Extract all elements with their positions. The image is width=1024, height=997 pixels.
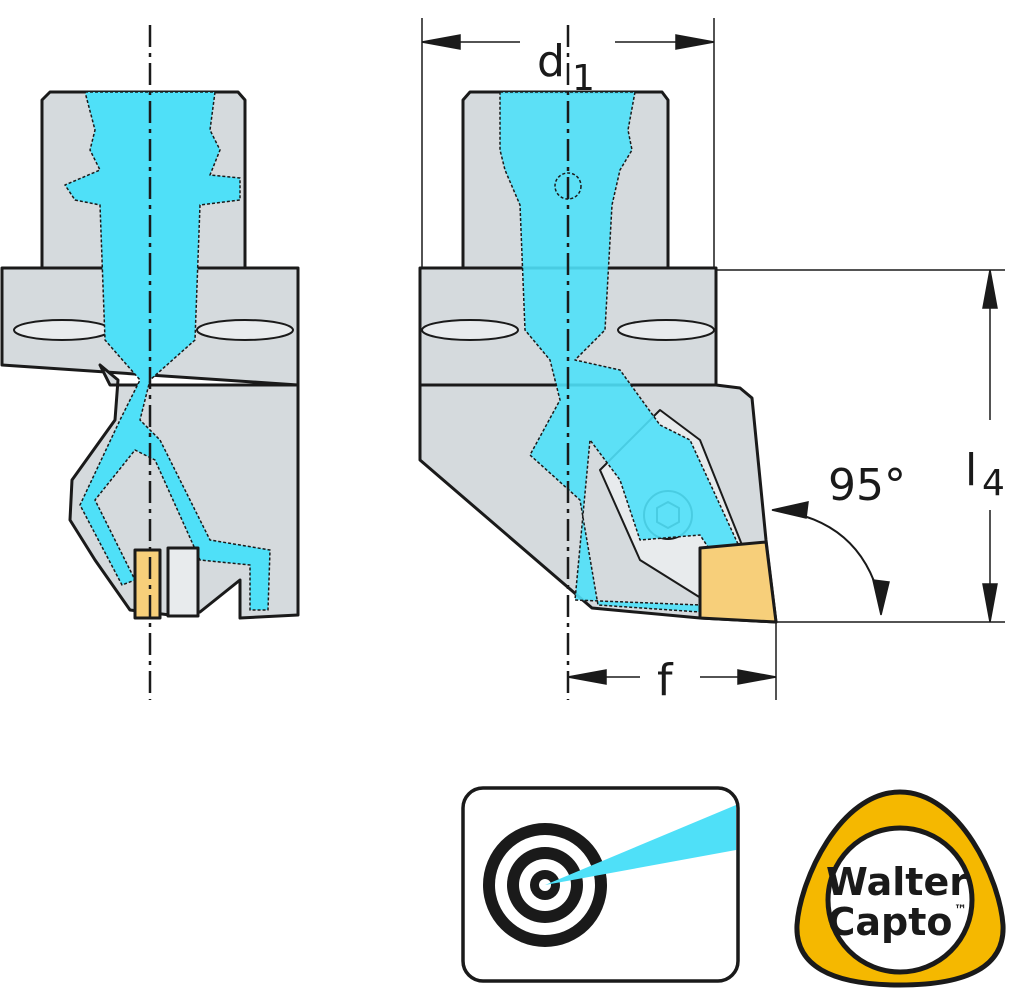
front-view	[418, 25, 778, 700]
side-coolant	[64, 91, 271, 611]
front-insert	[698, 540, 778, 624]
front-coolant	[499, 91, 751, 613]
f-label: f	[657, 655, 674, 706]
logo-walter: Walter	[826, 860, 968, 904]
d1-label: d	[537, 36, 565, 87]
side-view	[0, 25, 300, 700]
logo-trademark: ™	[954, 903, 967, 918]
side-insert	[133, 548, 162, 620]
d1-subscript: 1	[572, 58, 595, 99]
logo-capto: Capto	[827, 900, 952, 944]
l4-subscript: 4	[982, 463, 1005, 504]
walter-capto-logo: Walter Capto ™	[794, 789, 1006, 988]
target-with-coolant-jet-icon	[461, 786, 740, 983]
dimensions	[421, 18, 1005, 700]
angle-label: 95°	[828, 460, 906, 511]
l4-label: l	[965, 445, 977, 496]
